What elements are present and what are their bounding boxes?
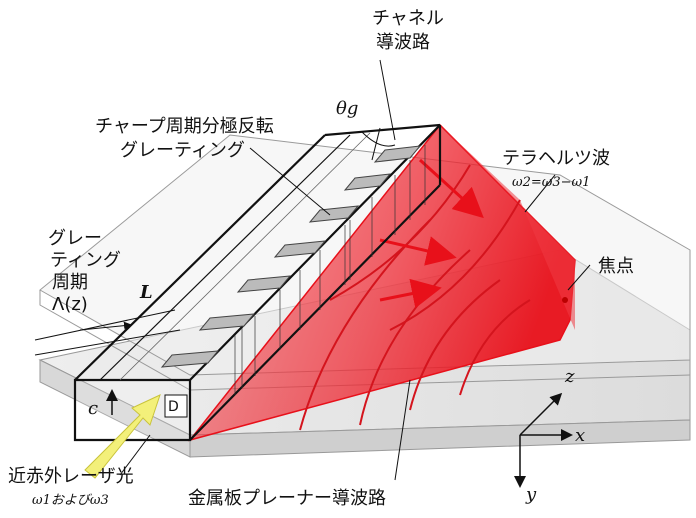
terahertz-wave-cone xyxy=(187,123,576,442)
channel-waveguide-label-1: チャネル xyxy=(372,8,444,29)
theta-g-label: θg xyxy=(336,98,359,119)
length-l-label: L xyxy=(140,282,153,303)
coordinate-axes xyxy=(514,392,573,488)
channel-waveguide-label-2: 導波路 xyxy=(376,32,430,53)
nir-laser-label-1: 近赤外レーザ光 xyxy=(8,466,134,487)
d-label: D xyxy=(168,399,179,415)
thz-arrow-2 xyxy=(379,236,457,266)
c-axis-label: c xyxy=(88,398,99,419)
poled-grating-stripes xyxy=(160,145,422,368)
axis-z-label: z xyxy=(565,366,575,387)
grating-period-label-2: ティング xyxy=(50,250,121,271)
leader-lines xyxy=(34,59,591,481)
chirped-grating-label-1: チャープ周期分極反転 xyxy=(95,116,274,137)
theta-angle-indicator xyxy=(361,127,396,161)
metal-plate-waveguide-label: 金属板プレーナー導波路 xyxy=(188,488,386,509)
axis-x-label: x xyxy=(575,425,586,446)
nir-laser-label-2: ω1およびω3 xyxy=(32,493,109,508)
grating-period-label-4: Λ(z) xyxy=(52,294,88,315)
thz-arrow-3 xyxy=(379,278,442,309)
focal-point-marker xyxy=(562,297,568,303)
focal-point-label: 焦点 xyxy=(598,256,634,277)
axis-y-label: y xyxy=(526,484,537,505)
grating-vertical-hatching xyxy=(234,145,426,395)
chirped-grating-label-2: グレーティング xyxy=(120,140,245,161)
thz-arrow-1 xyxy=(418,158,484,219)
terahertz-wave-label: テラヘルツ波 xyxy=(502,148,610,169)
omega-relation-label: ω2=ω3−ω1 xyxy=(512,175,591,190)
nir-laser-arrow xyxy=(84,394,161,479)
d-thickness-box xyxy=(164,394,188,418)
grating-period-label-3: 周期 xyxy=(52,272,88,293)
grating-period-label-1: グレー xyxy=(48,228,102,249)
